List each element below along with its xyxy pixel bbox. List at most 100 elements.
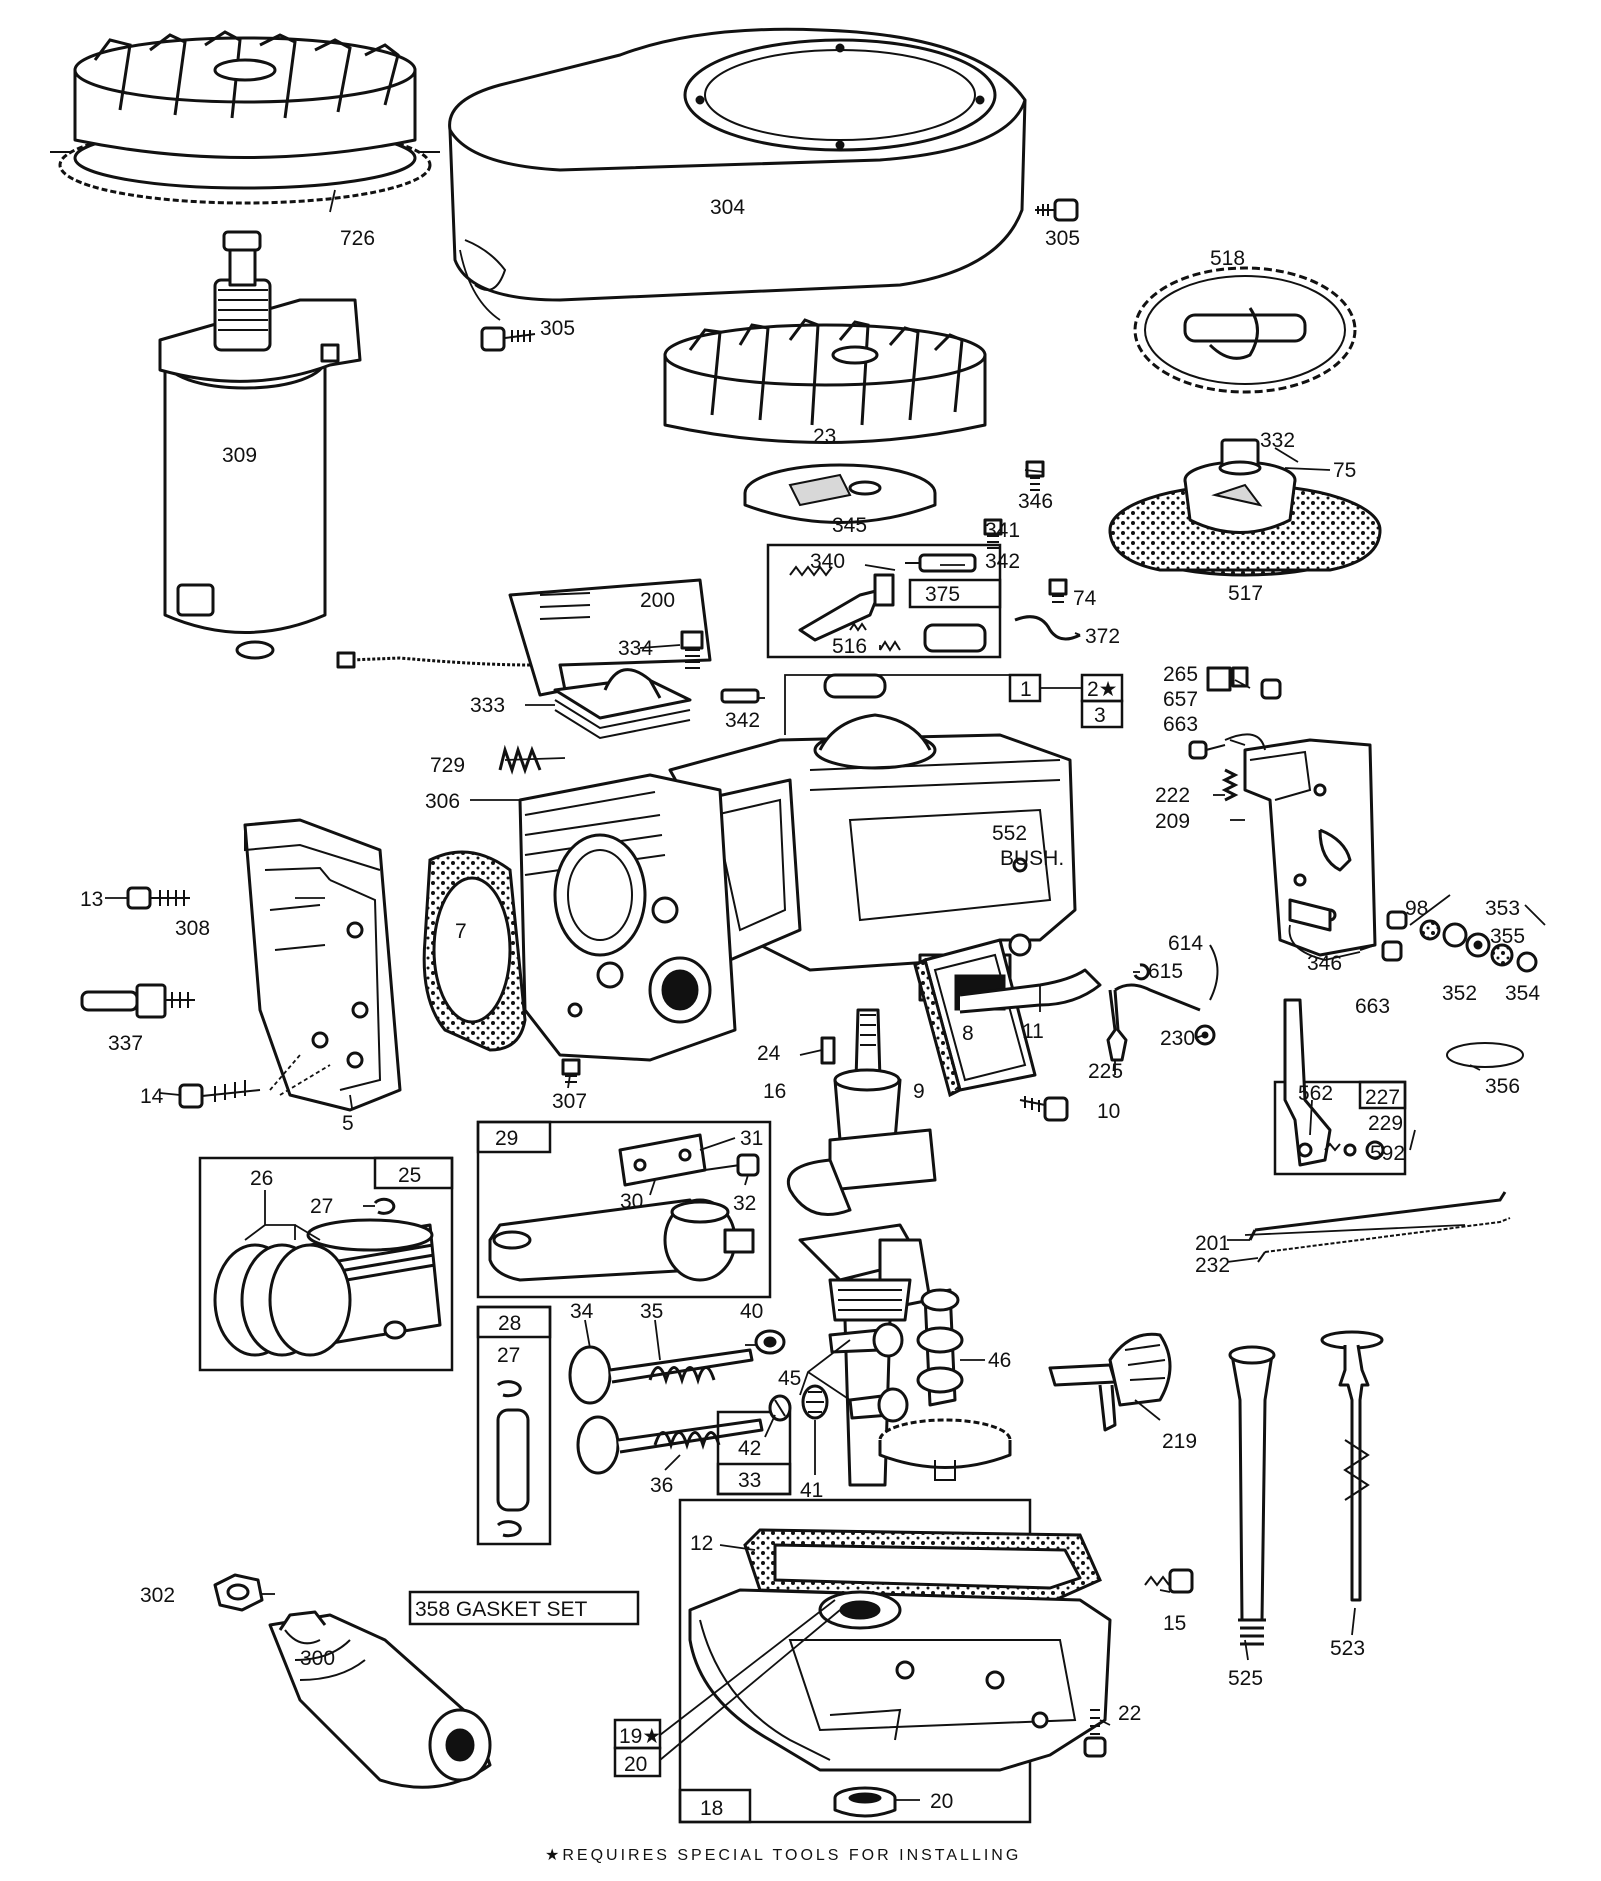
label-7: 7 <box>455 920 467 943</box>
screw-346 <box>1025 460 1045 491</box>
clip-729 <box>498 744 542 775</box>
footnote: ★REQUIRES SPECIAL TOOLS FOR INSTALLING <box>545 1847 1021 1864</box>
label-14: 14 <box>140 1085 164 1108</box>
seal-40 <box>754 1329 786 1355</box>
label-75: 75 <box>1333 459 1356 482</box>
label-32: 32 <box>733 1192 756 1215</box>
head-gasket-7 <box>422 850 527 1052</box>
screw-657 <box>1260 678 1282 700</box>
screw-10 <box>1019 1096 1069 1122</box>
label-342-top: 342 <box>985 550 1020 573</box>
pin-614 <box>1209 944 1219 1001</box>
key-24 <box>820 1036 836 1065</box>
tappets-45 <box>828 1322 909 1423</box>
plate-345 <box>743 463 937 524</box>
label-729: 729 <box>430 754 465 777</box>
label-562: 562 <box>1298 1082 1333 1105</box>
label-346-mid: 346 <box>1307 952 1342 975</box>
label-592: 592 <box>1370 1142 1405 1165</box>
label-358: 358 GASKET SET <box>415 1598 588 1621</box>
label-523: 523 <box>1330 1637 1365 1660</box>
label-657: 657 <box>1163 688 1198 711</box>
label-22: 22 <box>1118 1702 1141 1725</box>
dipstick-tube-525 <box>1228 1345 1276 1646</box>
label-29: 29 <box>495 1127 518 1150</box>
label-304: 304 <box>710 196 745 219</box>
label-332: 332 <box>1260 429 1295 452</box>
dipstick-523 <box>1320 1330 1384 1602</box>
label-352: 352 <box>1442 982 1477 1005</box>
label-525: 525 <box>1228 1667 1263 1690</box>
screw-22 <box>1083 1709 1107 1758</box>
label-46: 46 <box>988 1349 1011 1372</box>
label-516: 516 <box>832 635 867 658</box>
label-16: 16 <box>763 1080 786 1103</box>
spring-340 <box>789 565 833 577</box>
connecting-rod-29 <box>488 1198 755 1282</box>
box-3 <box>1080 699 1124 729</box>
camshaft-46 <box>878 1288 1012 1481</box>
box-20a <box>613 1746 662 1778</box>
starter-motor-309 <box>158 230 362 660</box>
screw-14 <box>178 1054 331 1109</box>
plunger-516 <box>879 623 987 653</box>
label-27-bottom: 27 <box>497 1344 520 1367</box>
spring-36 <box>653 1431 721 1450</box>
lock-30 <box>618 1133 707 1187</box>
label-28: 28 <box>498 1312 521 1335</box>
label-15: 15 <box>1163 1612 1186 1635</box>
label-355: 355 <box>1490 925 1525 948</box>
clamp-265 <box>1206 666 1249 692</box>
label-663-bottom: 663 <box>1355 995 1390 1018</box>
spring-35 <box>648 1366 716 1385</box>
starter-rope-518 <box>1133 266 1357 394</box>
box-28 <box>476 1305 552 1339</box>
breather-gasket-9 <box>913 957 962 1098</box>
label-300: 300 <box>300 1647 335 1670</box>
label-341: 341 <box>985 519 1020 542</box>
part-labels: 726 304 305 305 518 309 23 332 75 346 34… <box>80 196 1540 1820</box>
label-9: 9 <box>913 1080 925 1103</box>
label-5: 5 <box>342 1112 354 1135</box>
bracket-200 <box>336 578 712 697</box>
screw-13 <box>126 886 190 910</box>
label-201: 201 <box>1195 1232 1230 1255</box>
label-333: 333 <box>470 694 505 717</box>
label-11: 11 <box>1022 1020 1044 1043</box>
clip-615 <box>1133 963 1150 981</box>
screw-307 <box>561 1058 581 1083</box>
leader-lines <box>105 189 1481 1801</box>
label-345: 345 <box>832 514 867 537</box>
label-33: 33 <box>738 1469 761 1492</box>
label-227: 227 <box>1365 1086 1400 1109</box>
governor-spring-232 <box>1257 1217 1511 1263</box>
screw-305-bottom <box>459 249 536 352</box>
valve-34 <box>568 1345 754 1405</box>
sump-18 <box>688 1588 1112 1772</box>
label-340: 340 <box>810 550 845 573</box>
label-20-left: 20 <box>624 1753 647 1776</box>
label-307: 307 <box>552 1090 587 1113</box>
screw-663b <box>1381 940 1403 962</box>
rotating-screen-517 <box>1108 483 1382 577</box>
label-372: 372 <box>1085 625 1120 648</box>
label-615: 615 <box>1148 960 1183 983</box>
label-232: 232 <box>1195 1254 1230 1277</box>
label-265: 265 <box>1163 663 1198 686</box>
box-18 <box>678 1788 752 1824</box>
label-3: 3 <box>1094 704 1106 727</box>
flywheel-23 <box>663 318 987 444</box>
label-305-top: 305 <box>1045 227 1080 250</box>
label-614: 614 <box>1168 932 1203 955</box>
retainer-27a <box>373 1197 396 1215</box>
box-33 <box>716 1462 792 1496</box>
screw-341 <box>983 518 1003 549</box>
screw-305-top <box>1035 198 1079 222</box>
group-box-25 <box>198 1156 454 1372</box>
label-36: 36 <box>650 1474 673 1497</box>
cylinder-head-306 <box>518 773 737 1062</box>
air-vane-333 <box>553 668 692 740</box>
box-375 <box>908 578 1002 609</box>
screw-334 <box>680 630 704 669</box>
